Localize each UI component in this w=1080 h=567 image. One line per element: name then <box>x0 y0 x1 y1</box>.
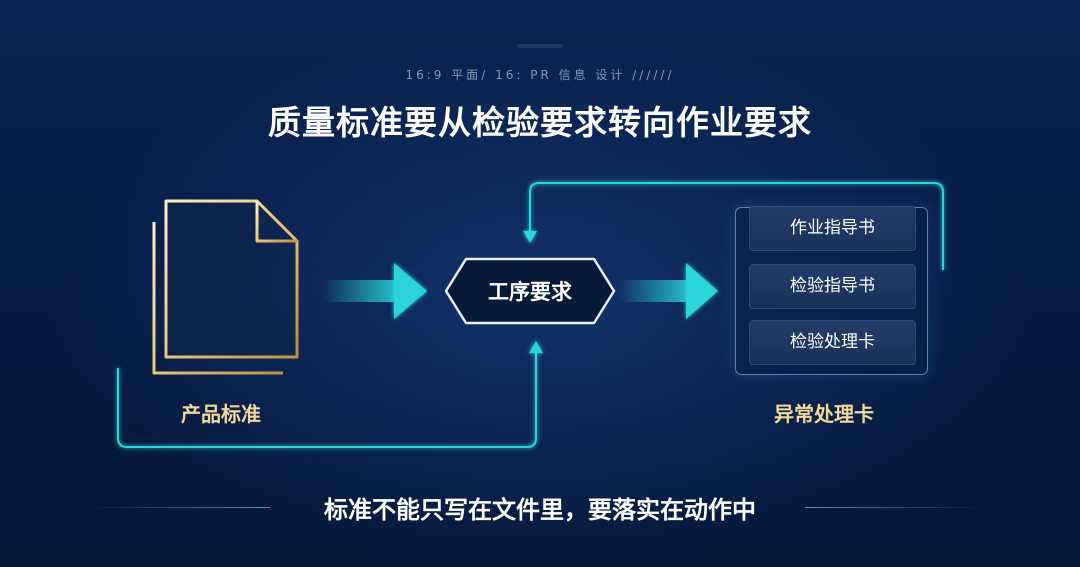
slide-title: 质量标准要从检验要求转向作业要求 <box>268 103 812 142</box>
slide-subtitle: 16:9 平面/ 16: PR 信息 设计 ////// <box>405 68 675 82</box>
arrow-right-icon <box>322 263 427 319</box>
output-item-work-instruction: 作业指导书 <box>749 206 916 251</box>
top-indicator-bar <box>517 44 563 48</box>
output-label: 异常处理卡 <box>774 402 874 426</box>
conclusion-text: 标准不能只写在文件里，要落实在动作中 <box>324 496 756 524</box>
source-label: 产品标准 <box>181 402 261 426</box>
loop-arrow-icon <box>117 341 543 448</box>
output-item-inspection-card: 检验处理卡 <box>749 320 916 365</box>
process-label: 工序要求 <box>488 280 572 304</box>
loop-arrow-icon <box>523 182 944 270</box>
output-item-inspection-instruction: 检验指导书 <box>749 264 916 309</box>
document-stack-icon <box>152 199 299 375</box>
divider-left <box>90 507 270 508</box>
arrow-right-icon <box>618 263 718 319</box>
process-hexagon <box>444 257 616 325</box>
divider-right <box>805 507 985 508</box>
